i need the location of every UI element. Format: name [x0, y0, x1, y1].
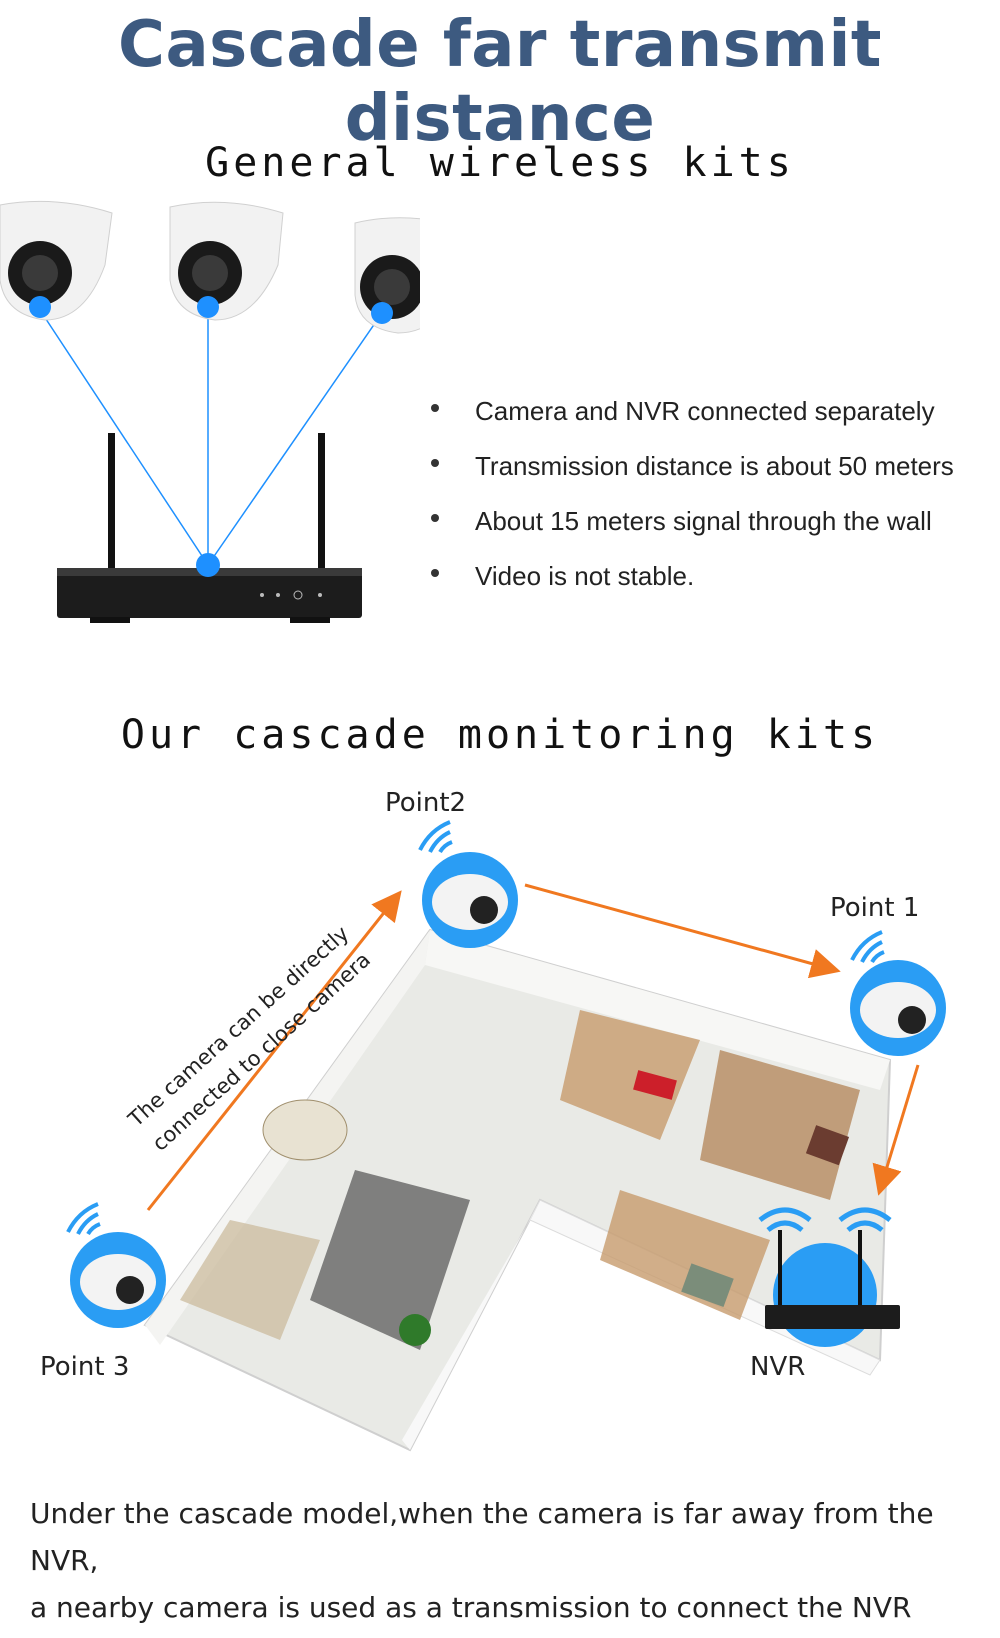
nvr-icon	[758, 1207, 900, 1347]
bullet-dot-icon	[431, 514, 439, 522]
general-kits-heading: General wireless kits	[205, 140, 795, 186]
footer-description: Under the cascade model,when the camera …	[30, 1497, 934, 1624]
point2-camera-icon	[418, 820, 518, 948]
point3-label: Point 3	[40, 1352, 130, 1382]
general-kits-illustration	[0, 200, 420, 623]
nvr-label: NVR	[750, 1352, 806, 1382]
list-item: About 15 meters signal through the wall	[425, 506, 1000, 561]
arrow-to-nvr	[872, 1064, 920, 1196]
dome-camera-icon	[169, 201, 284, 321]
connection-line	[207, 312, 383, 566]
house-floorplan	[143, 928, 892, 1452]
bullet-dot-icon	[431, 569, 439, 577]
list-item: Transmission distance is about 50 meters	[425, 451, 1000, 506]
feature-list: Camera and NVR connected separately Tran…	[425, 396, 1000, 616]
dome-camera-icon	[0, 200, 113, 321]
list-item: Video is not stable.	[425, 561, 1000, 616]
arrow-to-point2	[146, 890, 402, 1211]
arrow-to-point1	[524, 883, 841, 979]
bullet-dot-icon	[431, 404, 439, 412]
point1-camera-icon	[850, 930, 946, 1056]
dome-camera-icon	[354, 217, 420, 334]
page-title: Cascade far transmit distance	[118, 8, 882, 156]
cascade-floorplan-illustration	[66, 820, 946, 1452]
point1-label: Point 1	[830, 893, 920, 923]
connection-line	[37, 306, 209, 566]
nvr-recorder-icon	[57, 433, 362, 623]
point2-label: Point2	[385, 788, 467, 818]
bullet-dot-icon	[431, 459, 439, 467]
cascade-kits-heading: Our cascade monitoring kits	[120, 712, 880, 758]
list-item: Camera and NVR connected separately	[425, 396, 1000, 451]
point3-camera-icon	[66, 1202, 166, 1328]
